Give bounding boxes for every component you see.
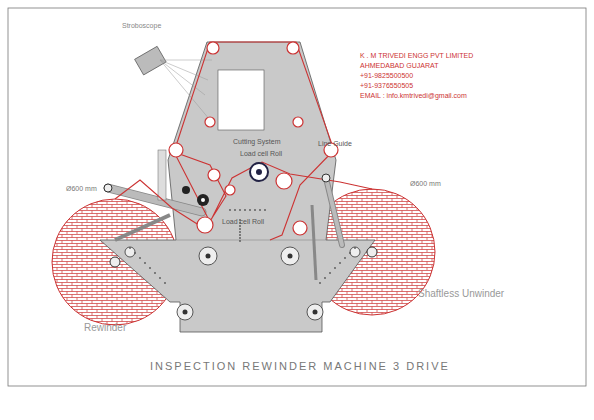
company-text: AHMEDABAD GUJARAT [360, 62, 438, 70]
part-label: Rewinder [84, 322, 126, 333]
dimension-label: Ø600 mm [66, 185, 97, 193]
part-label: Shaftless Unwinder [418, 288, 504, 299]
part-label: Cutting System [233, 138, 280, 146]
company-text: EMAIL : info.kmtrivedi@gmail.com [360, 92, 467, 100]
drawing-title: INSPECTION REWINDER MACHINE 3 DRIVE [150, 360, 450, 372]
company-text: K . M TRIVEDI ENGG PVT LIMITED [360, 52, 473, 60]
part-label: Load cell Roll [240, 150, 282, 158]
part-label: Load cell Roll [222, 218, 264, 226]
device-label: Stroboscope [122, 22, 161, 30]
part-label: Line Guide [318, 140, 352, 148]
company-text: +91-9825500500 [360, 72, 413, 80]
company-text: +91-9376550505 [360, 82, 413, 90]
dimension-label: Ø600 mm [410, 180, 441, 188]
